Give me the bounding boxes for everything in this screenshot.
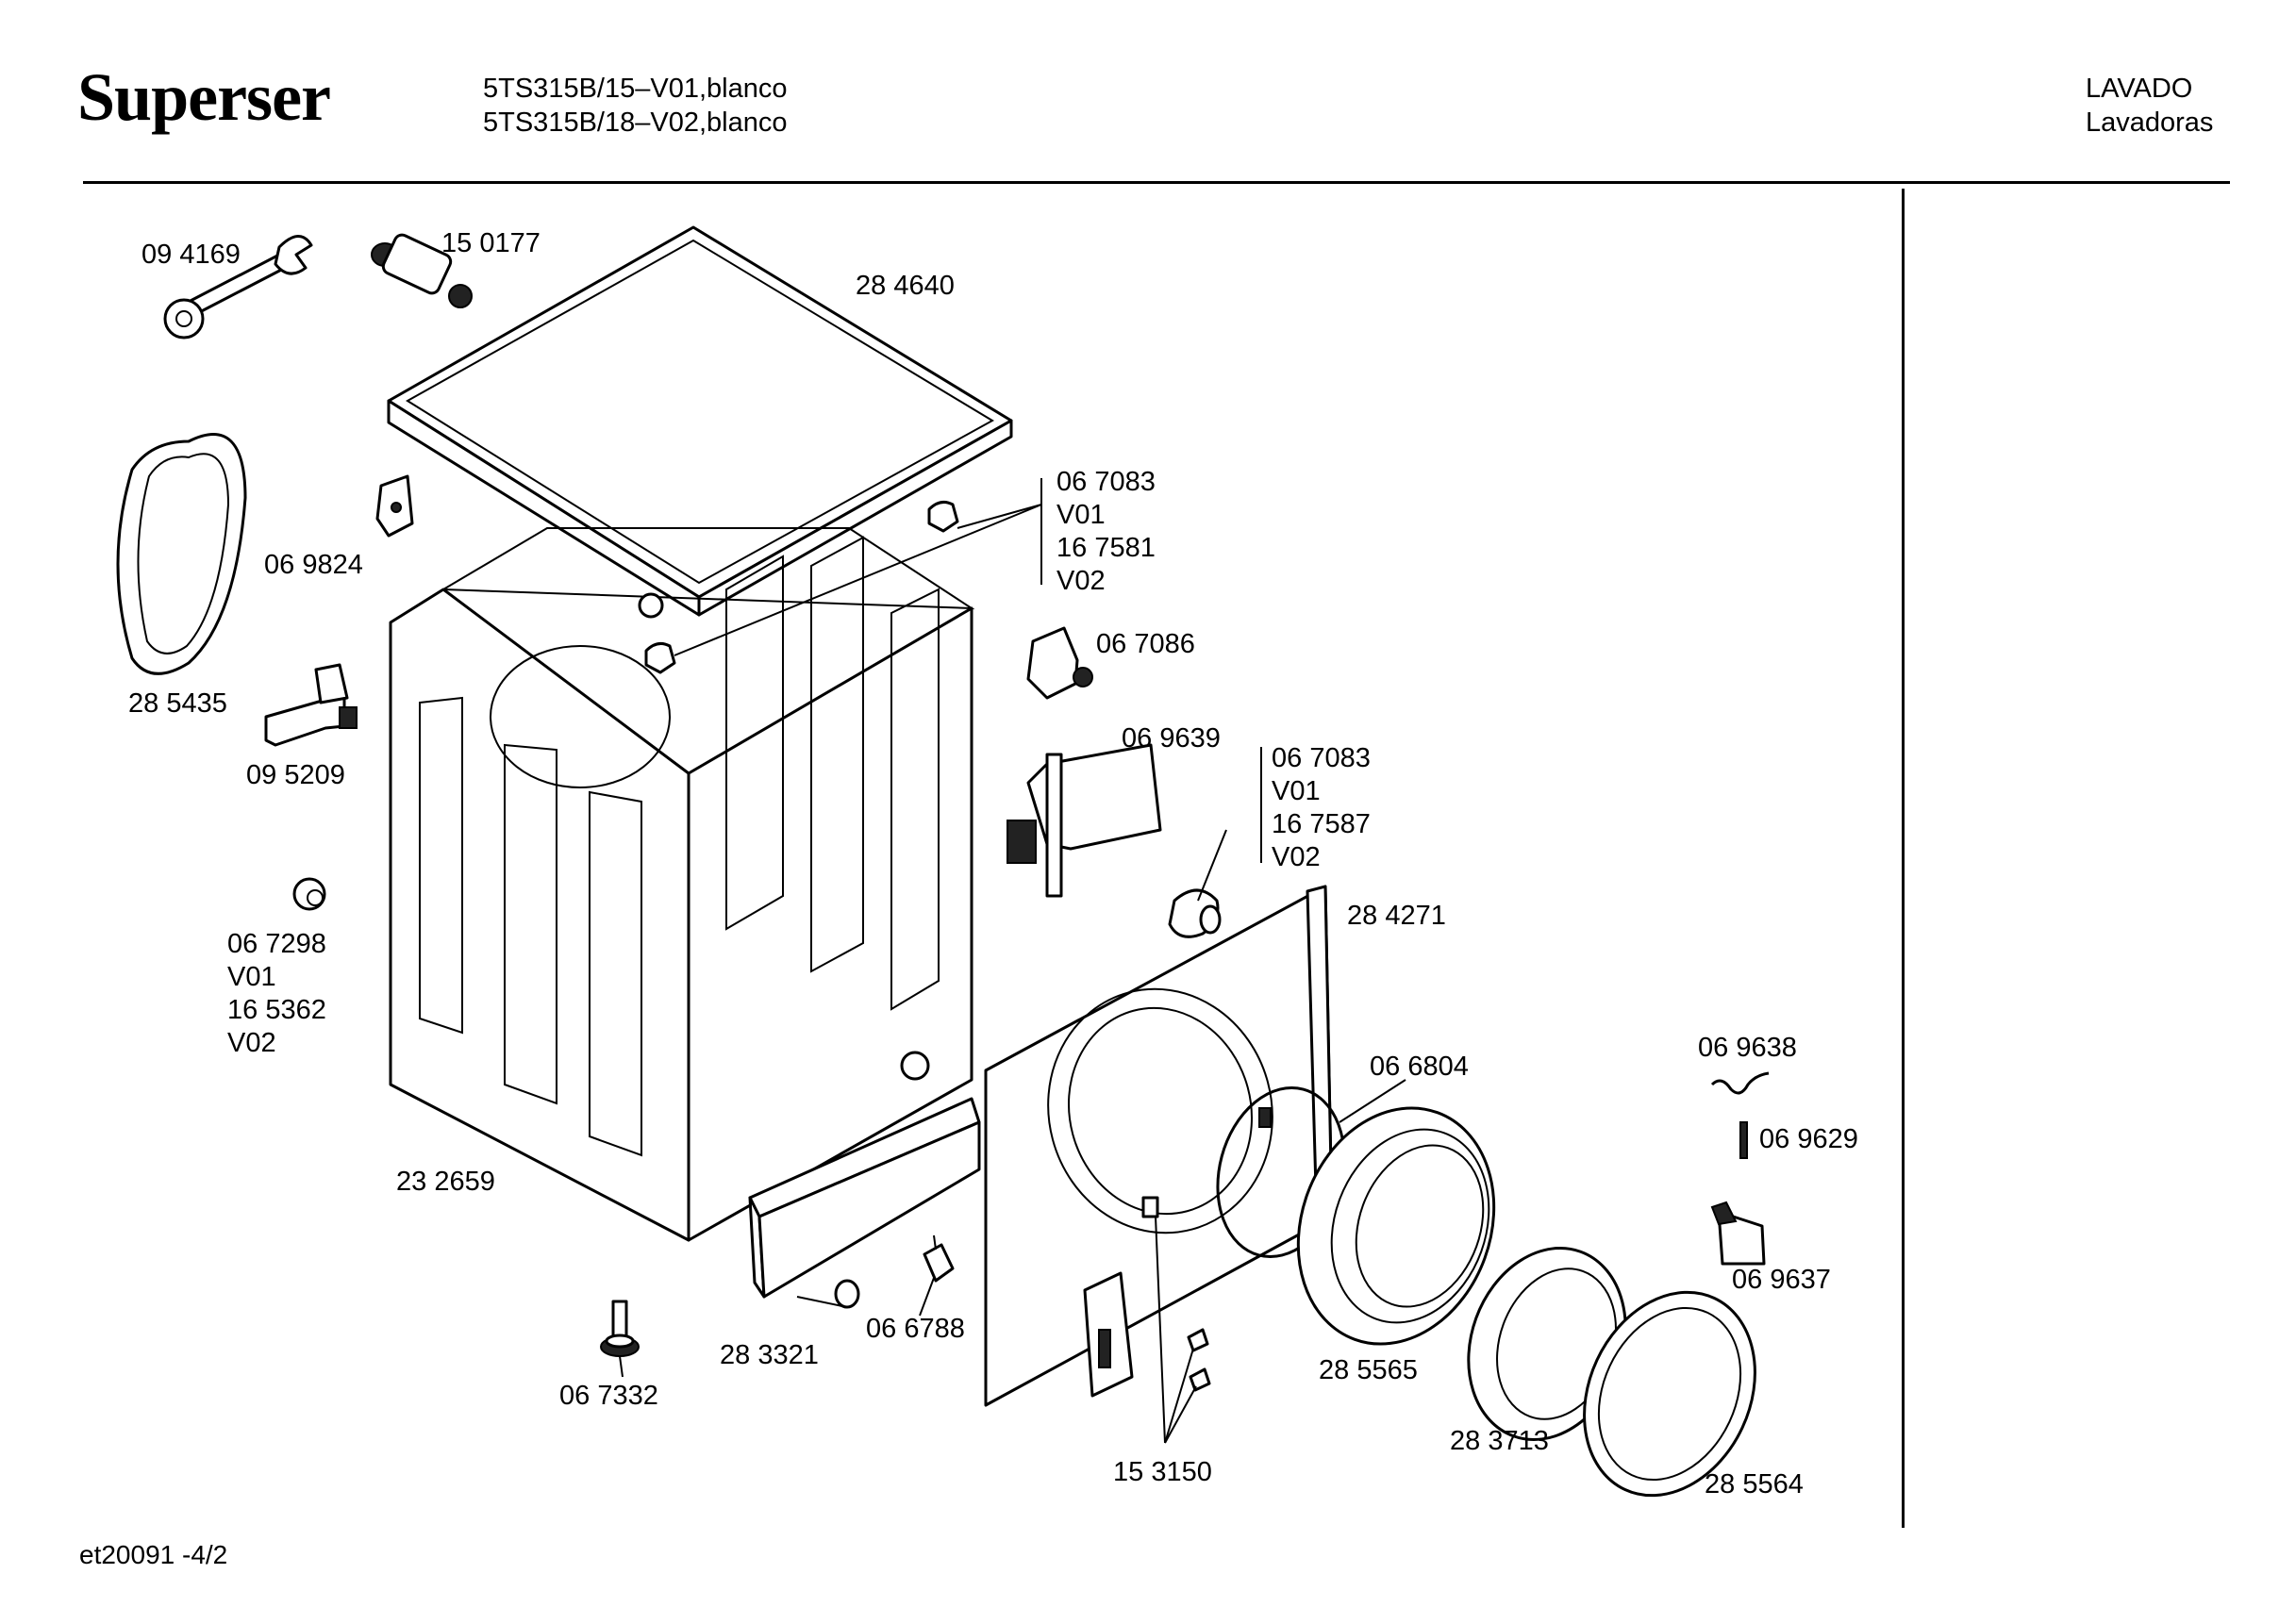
part-label: 28 5564 [1705,1469,1804,1499]
worktop-lid [387,225,1013,617]
pin-part [1739,1121,1748,1159]
hook-top-right [927,500,959,533]
bracket-part [264,663,358,747]
part-label: 06 7332 [559,1381,658,1411]
part-label: 06 9638 [1698,1033,1797,1063]
part-label: 28 5565 [1319,1355,1418,1385]
door-frame-part [1296,1106,1496,1346]
part-label: 06 9639 [1122,723,1221,754]
clip-part [375,474,414,538]
model-line-2: 5TS315B/18–V02,blanco [483,108,788,138]
model-info: 5TS315B/15–V01,blanco 5TS315B/18–V02,bla… [483,72,787,140]
front-panel [984,885,1334,1407]
sidebar-rule [1902,189,1905,1528]
knob-part [1168,888,1222,938]
part-labels: 09 4169 15 0177 28 4640 06 9824 28 5435 … [128,228,1858,1499]
part-label: 06 7083 V01 16 7587 V02 [1272,743,1378,872]
part-label: 06 7298 V01 16 5362 V02 [227,929,334,1058]
part-label: 06 7083 V01 16 7581 V02 [1056,467,1163,596]
part-label: 06 9629 [1759,1124,1858,1154]
plinth-knob-part [834,1279,860,1309]
document-code: et20091 -4/2 [79,1540,228,1569]
gasket-part [116,433,247,675]
part-label: 06 9637 [1732,1265,1831,1295]
part-label: 06 6788 [866,1314,965,1344]
part-label: 28 4271 [1347,901,1446,931]
part-label: 06 7086 [1096,629,1195,659]
part-label: 06 9824 [264,550,363,580]
brand-logo: Superser [77,59,331,135]
door-lock-part [1026,626,1093,700]
filter-part [371,233,473,308]
plug-part [923,1234,955,1283]
door-ring-part [1583,1290,1756,1498]
category-line-1: LAVADO [2086,74,2193,104]
category-info: LAVADO Lavadoras [2086,72,2213,140]
category-line-2: Lavadoras [2086,108,2214,138]
part-label: 28 3321 [720,1340,819,1370]
cabinet [389,527,975,1242]
part-label: 15 0177 [441,228,541,258]
part-label: 23 2659 [396,1167,495,1197]
header-rule [83,181,2230,184]
wrench-part [163,235,313,340]
part-label: 06 6804 [1370,1052,1469,1082]
hinge-part [1083,1196,1211,1398]
switch-part [1007,743,1162,898]
cap-part [292,877,326,911]
spring-part [1710,1071,1770,1095]
plinth-strip [748,1097,981,1299]
part-label: 28 3713 [1450,1426,1549,1456]
part-label: 28 5435 [128,688,227,719]
part-label: 09 5209 [246,760,345,790]
model-line-1: 5TS315B/15–V01,blanco [483,74,788,104]
latch-part [1710,1201,1766,1266]
foot-part [600,1300,640,1357]
hook-inside-cabinet [638,592,676,674]
leader-lines [619,478,1406,1444]
part-label: 28 4640 [856,271,955,301]
part-label: 09 4169 [141,240,241,270]
part-label: 15 3150 [1113,1457,1212,1487]
